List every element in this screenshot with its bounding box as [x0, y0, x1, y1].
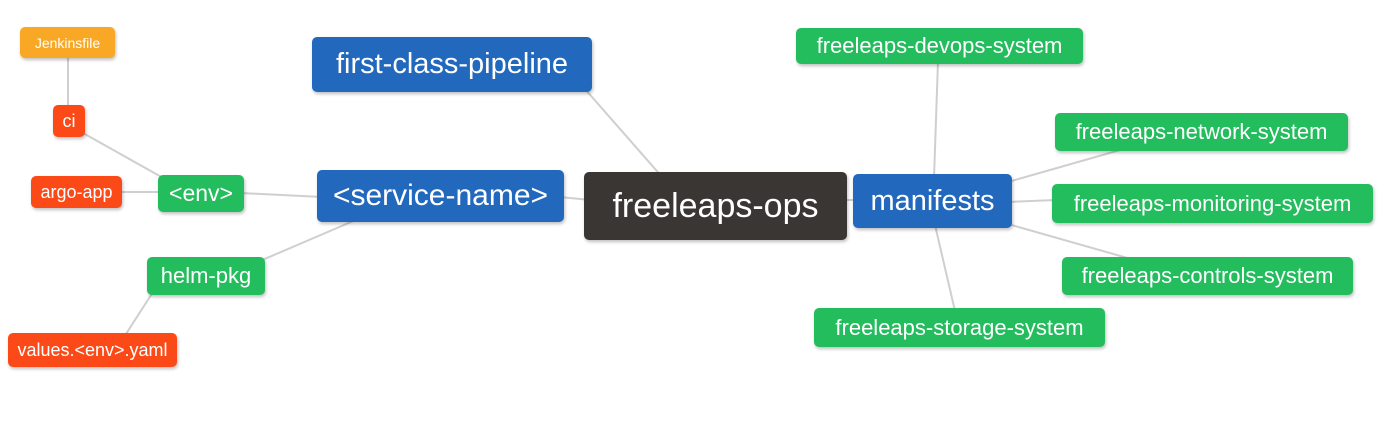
edge-manifests-network: [1007, 149, 1121, 183]
edge-manifests-controls: [1007, 223, 1132, 260]
node-controls-system[interactable]: freeleaps-controls-system: [1062, 257, 1353, 295]
edge-env-service-name: [240, 192, 323, 198]
node-jenkinsfile[interactable]: Jenkinsfile: [20, 27, 115, 58]
edge-helm-pkg-values: [123, 291, 154, 338]
edge-service-name-helm-pkg: [259, 218, 359, 262]
edge-manifests-devops: [933, 60, 939, 179]
node-storage-system[interactable]: freeleaps-storage-system: [814, 308, 1105, 347]
edge-ci-env: [82, 132, 166, 180]
node-ci[interactable]: ci: [53, 105, 85, 137]
node-monitoring-system[interactable]: freeleaps-monitoring-system: [1052, 184, 1373, 223]
node-freeleaps-ops-root[interactable]: freeleaps-ops: [584, 172, 847, 240]
node-network-system[interactable]: freeleaps-network-system: [1055, 113, 1348, 151]
node-service-name[interactable]: <service-name>: [317, 170, 564, 222]
node-env[interactable]: <env>: [158, 175, 244, 212]
node-values-env-yaml[interactable]: values.<env>.yaml: [8, 333, 177, 367]
edge-pipeline-ops: [584, 88, 664, 179]
node-argo-app[interactable]: argo-app: [31, 176, 122, 208]
edge-manifests-monitoring: [1007, 199, 1057, 203]
node-manifests[interactable]: manifests: [853, 174, 1012, 228]
edge-manifests-storage: [934, 224, 956, 312]
node-first-class-pipeline[interactable]: first-class-pipeline: [312, 37, 592, 92]
node-devops-system[interactable]: freeleaps-devops-system: [796, 28, 1083, 64]
node-helm-pkg[interactable]: helm-pkg: [147, 257, 265, 295]
